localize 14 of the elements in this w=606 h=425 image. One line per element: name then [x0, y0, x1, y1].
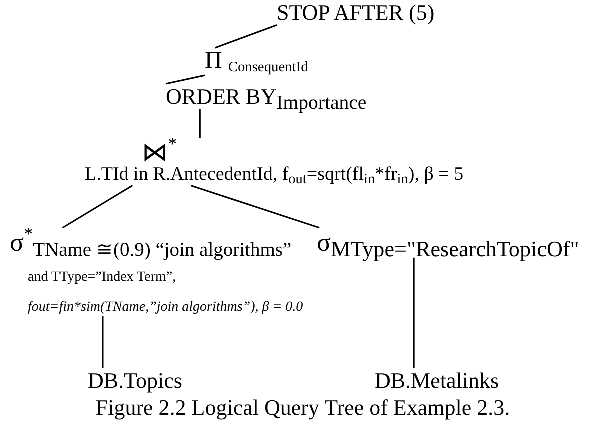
table-label: DB.Metalinks: [375, 368, 500, 394]
operator-label: STOP AFTER (5): [277, 0, 435, 26]
tree-edge: [166, 74, 206, 85]
condition-text: and TType=”Index Term”,: [28, 270, 178, 286]
projection-label: Π $_{ConsequentId}$: [205, 48, 308, 76]
tree-edge: [199, 109, 201, 138]
tree-edge: [102, 316, 104, 368]
tree-edge: [190, 184, 320, 229]
tree-edge: [215, 24, 278, 49]
tree-edge: [62, 185, 134, 229]
table-label: DB.Topics: [88, 368, 182, 394]
figure-caption: Figure 2.2 Logical Query Tree of Example 2.3.: [94, 395, 512, 421]
scoring-text: fout=fin*sim(TName,”join algorithms”), β = 0.0: [28, 300, 304, 316]
tree-edge: [413, 258, 415, 368]
